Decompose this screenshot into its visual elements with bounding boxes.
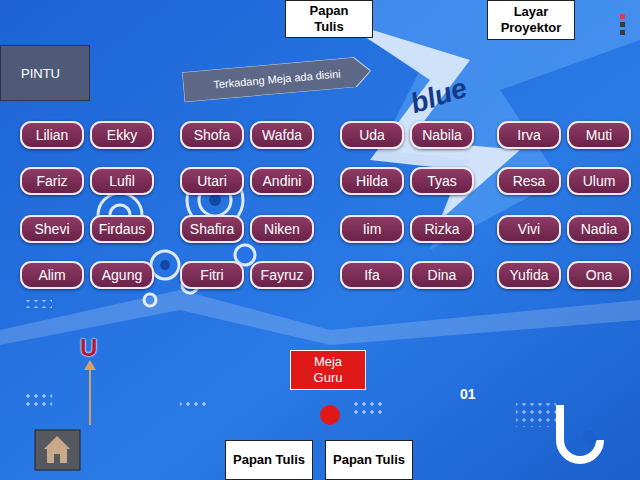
node-text: Niken [264, 221, 300, 237]
teacher-desk: Meja Guru [290, 350, 366, 390]
student-seat: Uda [340, 121, 404, 149]
student-seat: Ekky [90, 121, 154, 149]
node-text: Rizka [424, 221, 459, 237]
student-seat: Shofa [180, 121, 244, 149]
node-text: Dina [428, 267, 457, 283]
door: PINTU [0, 45, 90, 101]
student-seat: Ulum [567, 167, 631, 195]
node-text: Shofa [194, 127, 231, 143]
compass-letter: U [80, 334, 97, 362]
student-seat: Yufida [497, 261, 561, 289]
student-seat: Nadia [567, 215, 631, 243]
note-banner: Terkadang Meja ada disini [182, 56, 372, 102]
student-seat: Resa [497, 167, 561, 195]
node-text: Andini [263, 173, 302, 189]
node-text: Ulum [583, 173, 616, 189]
node-text: Resa [513, 173, 546, 189]
student-seat: Shevi [20, 215, 84, 243]
node-text: Wafda [262, 127, 302, 143]
student-seat: Utari [180, 167, 244, 195]
node-text: Shevi [34, 221, 69, 237]
node-text: Lilian [36, 127, 69, 143]
node-text: Irva [517, 127, 540, 143]
teacher-dot [320, 405, 340, 425]
node-text: Alim [38, 267, 65, 283]
node-text: Utari [197, 173, 227, 189]
student-seat: Niken [250, 215, 314, 243]
student-seat: Ifa [340, 261, 404, 289]
node-text: Fariz [36, 173, 67, 189]
student-seat: Andini [250, 167, 314, 195]
student-seat: Vivi [497, 215, 561, 243]
student-seat: Iim [340, 215, 404, 243]
node-text: Firdaus [99, 221, 146, 237]
student-seat: Alim [20, 261, 84, 289]
node-text: Nabila [422, 127, 462, 143]
student-seat: Muti [567, 121, 631, 149]
student-seat: Fayruz [250, 261, 314, 289]
decor-number: 01 [460, 386, 476, 402]
student-seat: Lufil [90, 167, 154, 195]
node-text: Vivi [518, 221, 540, 237]
student-seat: Ona [567, 261, 631, 289]
node-text: Papan Tulis [333, 452, 405, 468]
student-seat: Fariz [20, 167, 84, 195]
whiteboard: Papan Tulis [325, 440, 413, 480]
watermark: blue [406, 72, 471, 120]
node-text: Hilda [356, 173, 388, 189]
whiteboard: Papan Tulis [285, 0, 373, 38]
student-seat: Hilda [340, 167, 404, 195]
whiteboard: Papan Tulis [225, 440, 313, 480]
node-text: Nadia [581, 221, 618, 237]
node-text: PINTU [21, 66, 60, 81]
node-text: Agung [102, 267, 142, 283]
node-text: Iim [363, 221, 382, 237]
student-seat: Shafira [180, 215, 244, 243]
student-seat: Nabila [410, 121, 474, 149]
node-text: Fayruz [261, 267, 304, 283]
student-seat: Irva [497, 121, 561, 149]
student-seat: Rizka [410, 215, 474, 243]
node-text: Fitri [200, 267, 223, 283]
node-text: Ifa [364, 267, 380, 283]
node-text: Tyas [427, 173, 457, 189]
node-text: Uda [359, 127, 385, 143]
node-text: Papan Tulis [299, 3, 359, 35]
student-seat: Fitri [180, 261, 244, 289]
node-text: Yufida [510, 267, 549, 283]
projector-screen: Layar Proyektor [487, 0, 575, 40]
home-icon [35, 430, 80, 470]
student-seat: Lilian [20, 121, 84, 149]
student-seat: Firdaus [90, 215, 154, 243]
student-seat: Dina [410, 261, 474, 289]
student-seat: Agung [90, 261, 154, 289]
node-text: Muti [586, 127, 612, 143]
node-text: Layar Proyektor [495, 4, 567, 36]
node-text: Lufil [109, 173, 135, 189]
node-text: Ona [586, 267, 612, 283]
node-text: Ekky [107, 127, 137, 143]
north-arrow [89, 366, 91, 425]
node-text: Papan Tulis [233, 452, 305, 468]
node-text: Shafira [190, 221, 234, 237]
student-seat: Tyas [410, 167, 474, 195]
student-seat: Wafda [250, 121, 314, 149]
node-text: Meja Guru [303, 354, 353, 386]
